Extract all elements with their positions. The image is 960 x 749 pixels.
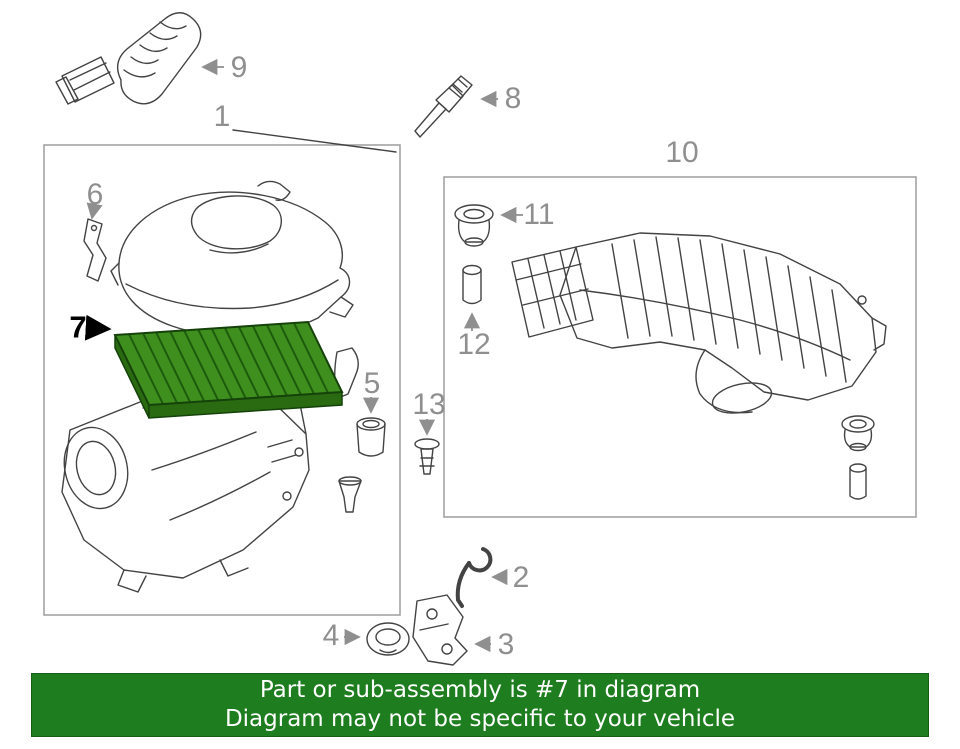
callout-3: 3 [497,628,515,661]
callout-2: 2 [512,561,530,594]
callout-5: 5 [363,367,381,400]
callout-8: 8 [504,82,522,115]
part-13-clip [414,438,440,475]
callout-6: 6 [86,178,104,211]
part-10-duct-assembly [511,232,887,414]
callout-1-leader [232,129,397,153]
part-7-filter-highlighted [113,320,344,419]
banner-line-1: Part or sub-assembly is #7 in diagram [259,677,701,703]
line-art [55,12,887,666]
part-6-bracket [83,218,107,282]
leader-arrows [86,58,523,653]
left-assembly-box [43,144,401,616]
part-11-grommet [454,204,494,247]
banner-line-2: Diagram may not be specific to your vehi… [224,706,736,732]
part-9-intake-hose [55,12,202,105]
part-8-stud-bolt [414,75,473,138]
callout-12: 12 [457,328,491,361]
right-assembly-box [443,176,917,518]
callout-10: 10 [665,136,699,169]
callout-1: 1 [213,100,231,133]
funnel-fitting [338,476,362,513]
upper-housing [110,180,354,337]
arrow-to-part-7 [84,314,112,341]
part-5-mount [356,417,386,457]
part-4-grommet [366,622,410,656]
callout-7-highlighted: 7 [69,309,87,345]
filter-pleats [128,322,329,405]
assembly-boxes [43,144,917,616]
disclaimer-banner: Part or sub-assembly is #7 in diagram Di… [31,673,929,737]
callout-9: 9 [230,51,248,84]
part-3-bracket [412,594,468,666]
part-12-spacer [462,264,482,305]
filter-side-bracket [334,347,359,399]
duct-grommet-and-spacer [841,415,875,500]
callout-4: 4 [322,619,340,652]
callout-13: 13 [412,388,446,421]
arrow-to-part-6 [86,202,103,220]
callout-11: 11 [523,198,555,231]
part-2-hook [455,547,493,608]
